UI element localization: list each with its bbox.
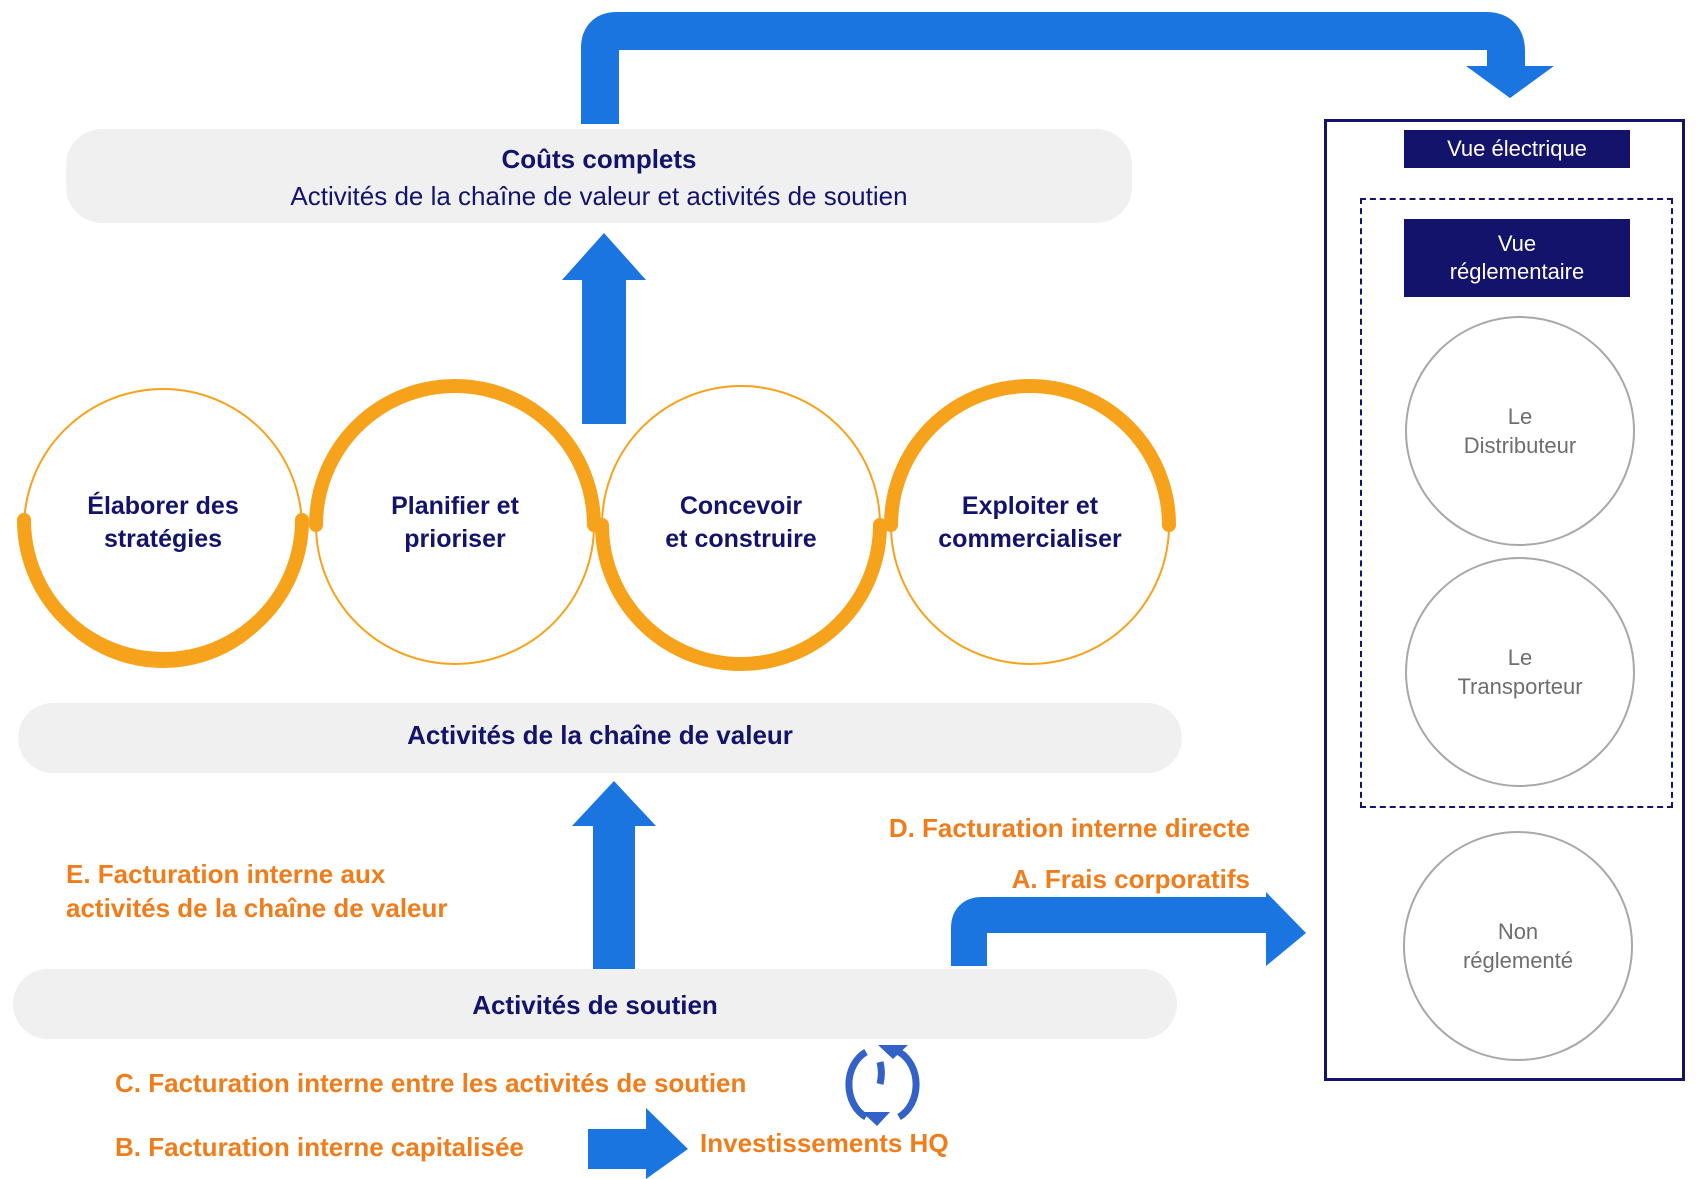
value-chain-label: Activités de la chaîne de valeur	[407, 720, 793, 750]
full-costs-pill	[66, 129, 1132, 223]
support-label: Activités de soutien	[472, 990, 718, 1020]
top-elbow-arrow-icon	[581, 12, 1525, 124]
electric-view-tag: Vue électrique	[1404, 130, 1630, 168]
hq-investments-label: Investissements HQ	[700, 1128, 949, 1158]
full-costs-title: Coûts complets	[501, 144, 697, 174]
full-costs-subtitle: Activités de la chaîne de valeur et acti…	[290, 181, 908, 211]
regulatory-view-tag: Vue réglementaire	[1404, 219, 1630, 297]
billing-a-label: A. Frais corporatifs	[1011, 864, 1250, 894]
arrow-right-icon	[588, 1108, 688, 1179]
value-chain-circles	[17, 379, 1176, 671]
arrow-up-icon	[572, 781, 656, 971]
arrow-up-icon	[562, 233, 646, 424]
billing-c-label: C. Facturation interne entre les activit…	[115, 1068, 747, 1098]
right-panel	[1324, 119, 1685, 1081]
billing-b-label: B. Facturation interne capitalisée	[115, 1132, 524, 1162]
arrow-right-icon	[951, 892, 1306, 966]
support-pill	[13, 969, 1177, 1039]
regulatory-box	[1360, 198, 1673, 808]
value-chain-pill	[18, 703, 1182, 773]
billing-d-label: D. Facturation interne directe	[888, 813, 1250, 843]
cycle-icon	[845, 1048, 920, 1121]
